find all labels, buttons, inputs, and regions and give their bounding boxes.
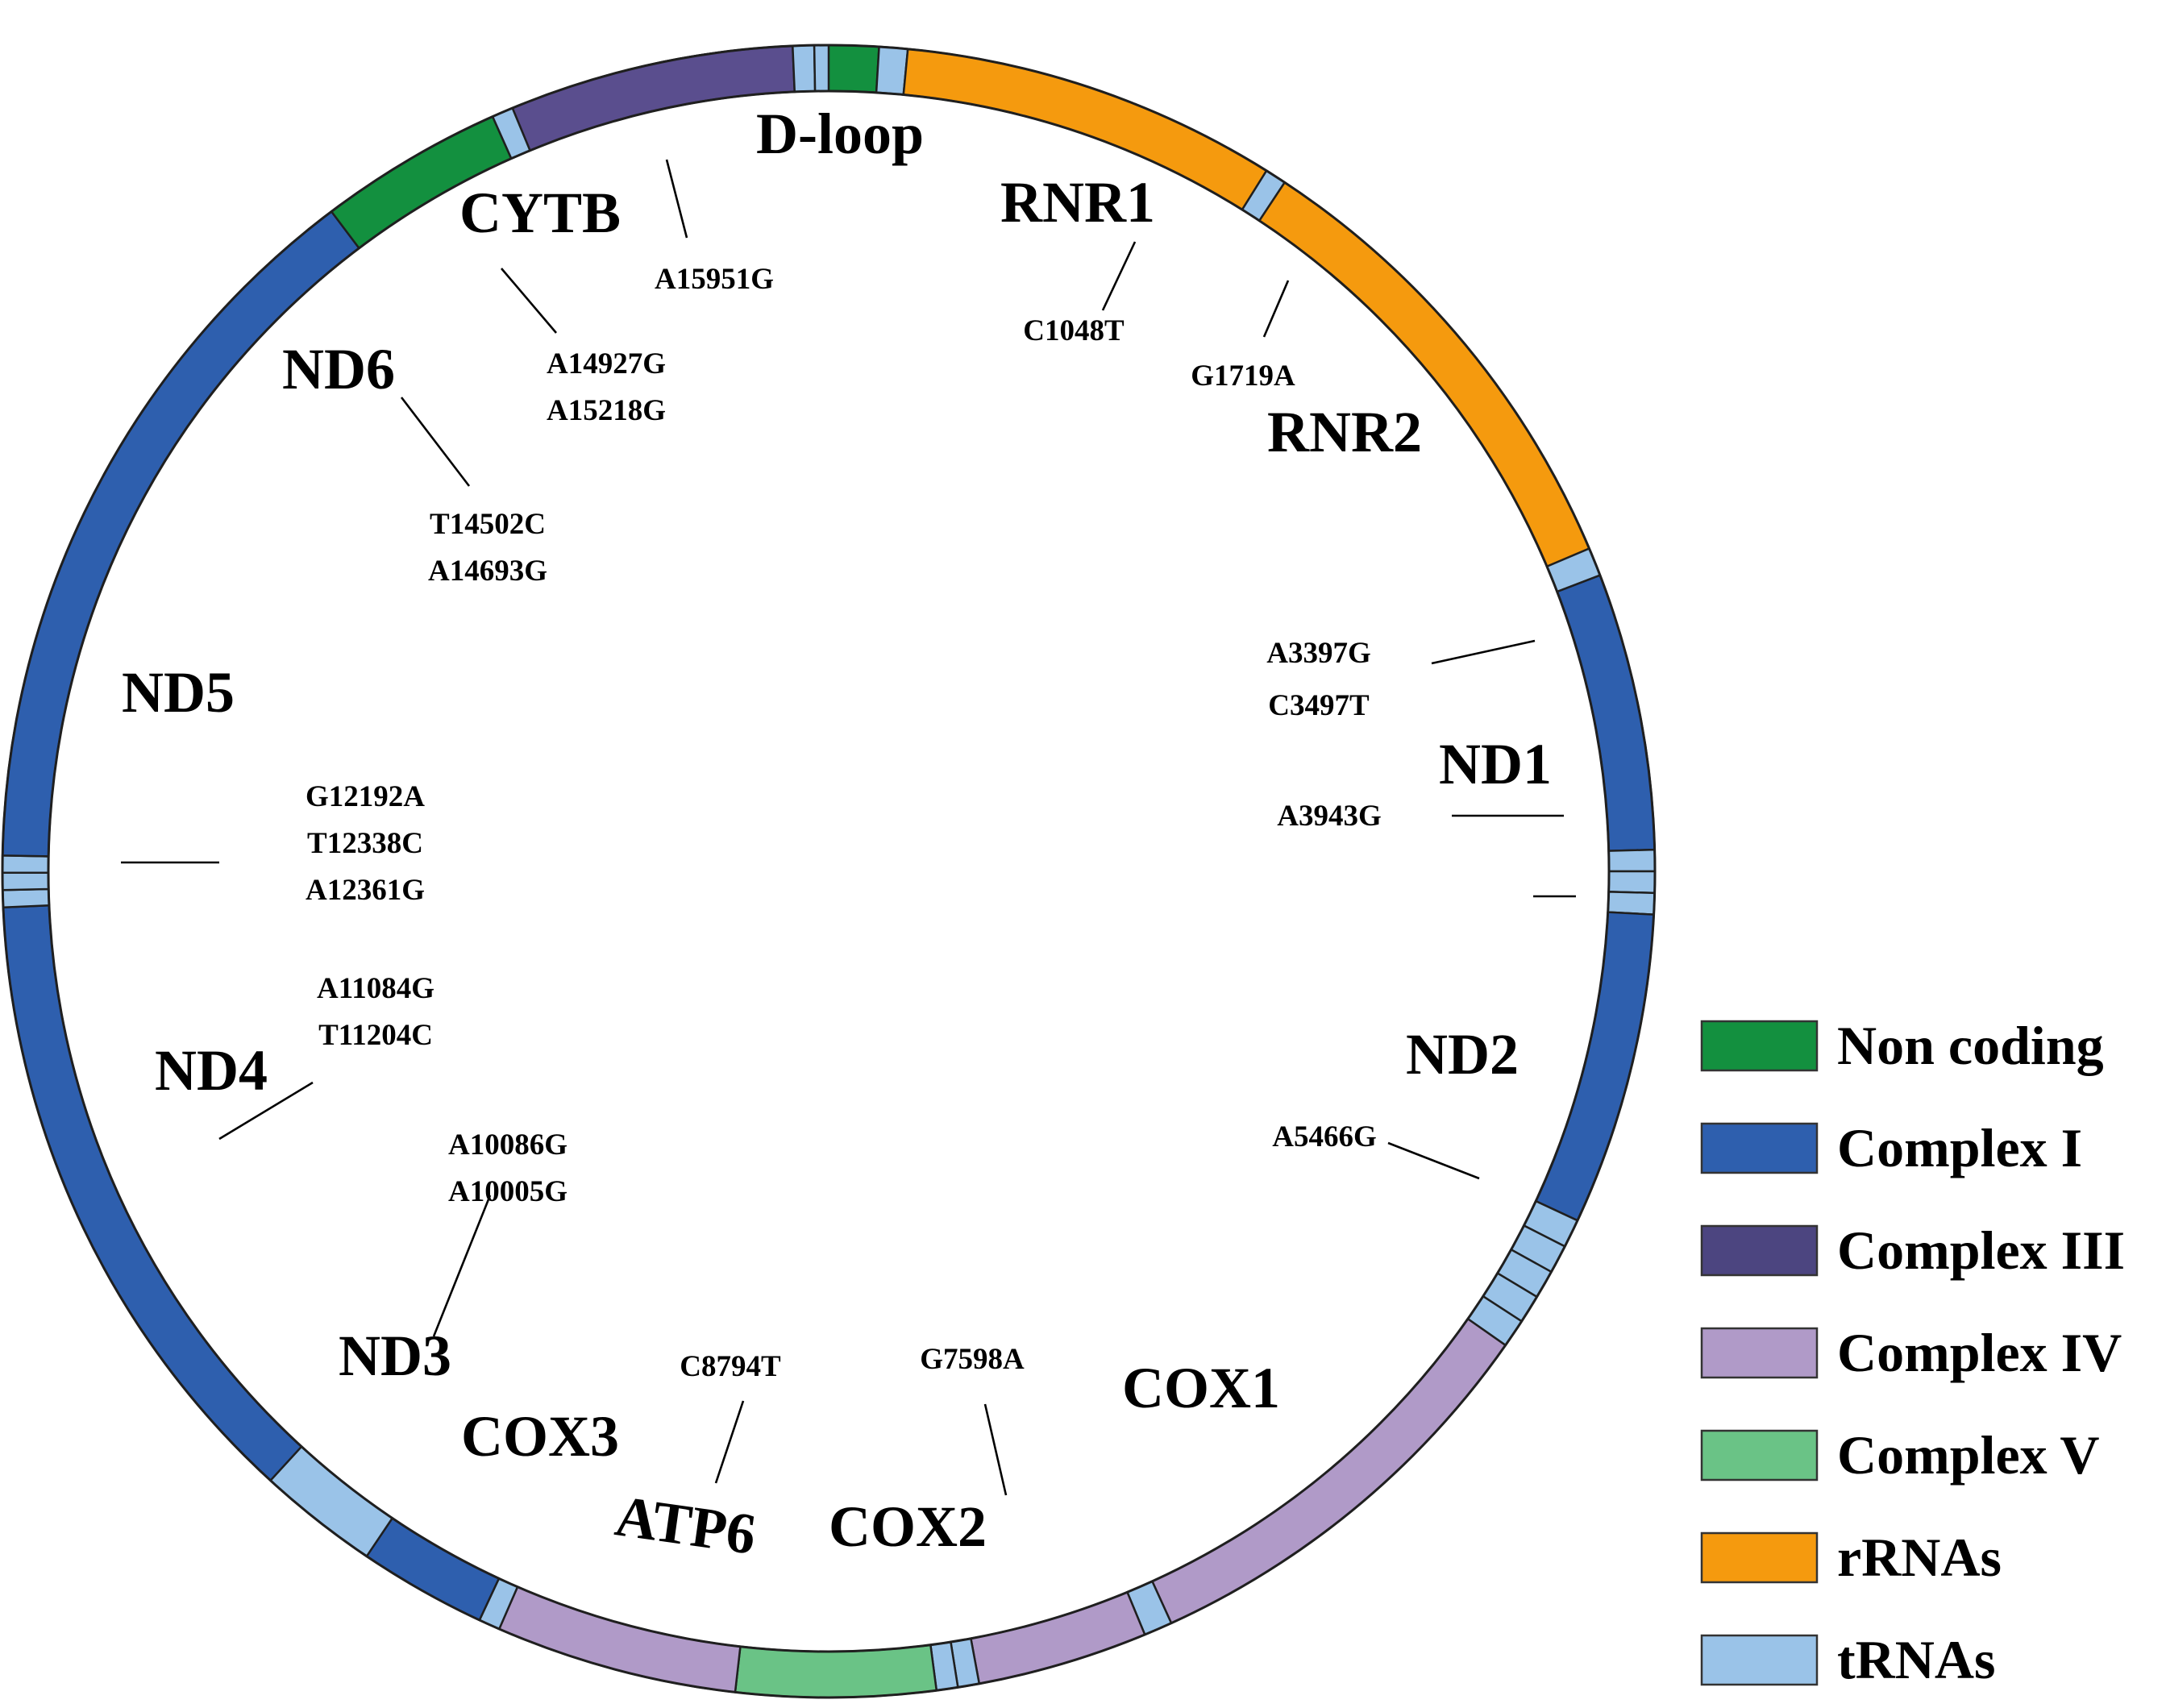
legend-label: Complex IV (1837, 1322, 2122, 1383)
trna-block (1, 871, 50, 891)
leader-nd2 (1387, 1141, 1480, 1180)
gene-label-atp6: ATP6 (612, 1483, 760, 1567)
legend-swatch (1700, 1224, 1819, 1277)
rnr2-block (1258, 181, 1591, 568)
legend-label: Non coding (1837, 1015, 2104, 1076)
mutation-label: G1719A (1191, 359, 1295, 393)
mutation-label: A14927G (547, 347, 666, 380)
mutation-label: A3397G (1266, 637, 1371, 670)
mutation-label: A15951G (655, 263, 774, 296)
leader-rnr2 (1262, 280, 1290, 338)
legend-item: Non coding (1700, 1015, 2104, 1076)
legend-swatch (1700, 1020, 1819, 1072)
gene-label-rnr2: RNR2 (1267, 400, 1422, 464)
trna-block (1607, 891, 1656, 916)
legend-label: tRNAs (1837, 1629, 1995, 1690)
leader-nd3 (432, 1195, 492, 1337)
mutation-label: A12361G (306, 874, 425, 907)
trna-block (1, 887, 51, 909)
gene-label-nd5: ND5 (122, 660, 235, 725)
legend-item: Complex V (1700, 1424, 2100, 1486)
trna-block (791, 44, 817, 94)
nd4-block (2, 904, 303, 1482)
legend-swatch (1700, 1634, 1819, 1686)
legend-label: Complex I (1837, 1117, 2082, 1178)
leader-nd6 (400, 397, 471, 487)
gene-label-cox2: COX2 (829, 1494, 987, 1559)
mutation-label: G12192A (306, 780, 425, 813)
mutation-label: T11204C (318, 1019, 433, 1052)
gene-label-nd2: ND2 (1406, 1022, 1519, 1087)
leader-atp6 (714, 1400, 745, 1484)
mutation-label: A5466G (1272, 1120, 1377, 1153)
mutation-label: A14693G (428, 555, 547, 588)
atp6-block (734, 1644, 938, 1699)
genome-ring (1, 44, 1657, 1699)
gene-labels: D-loop RNR1 RNR2 ND1 ND2 COX1 COX2 ATP6 … (122, 102, 1552, 1567)
legend-item: Complex I (1700, 1117, 2082, 1178)
gene-label-rnr1: RNR1 (1000, 170, 1155, 235)
gene-label-nd1: ND1 (1439, 732, 1552, 796)
gene-label-cox3: COX3 (461, 1404, 619, 1469)
legend-label: rRNAs (1837, 1527, 2002, 1588)
mutation-label: A3943G (1277, 800, 1382, 833)
leader-cytb (501, 268, 557, 334)
leader-rnr1 (1101, 241, 1137, 311)
ring-outer-edge (1, 44, 1657, 1699)
legend-item: Complex IV (1700, 1322, 2122, 1383)
mutation-label: C8794T (680, 1350, 781, 1383)
mutation-leader-lines (121, 159, 1576, 1496)
leader-dloop (665, 159, 688, 239)
cox2-block (969, 1590, 1146, 1685)
gene-label-nd3: ND3 (339, 1324, 451, 1388)
legend-swatch (1700, 1327, 1819, 1379)
leader-nd1-a (1431, 639, 1536, 665)
mutation-label: C1048T (1023, 314, 1125, 347)
mutation-label: T14502C (430, 508, 546, 541)
mutation-label: C3497T (1268, 689, 1370, 722)
cytb-block (511, 44, 796, 152)
mutation-label: A15218G (547, 394, 666, 427)
mutation-label: A11084G (317, 972, 434, 1005)
trna-block (813, 44, 830, 93)
legend-label: Complex III (1837, 1220, 2125, 1281)
legend-item: rRNAs (1700, 1527, 2002, 1588)
trna-block (1, 854, 50, 875)
trna-block (268, 1444, 394, 1558)
gene-label-cox1: COX1 (1122, 1356, 1280, 1420)
gene-label-nd6: ND6 (282, 337, 395, 401)
gene-label-dloop: D-loop (756, 102, 924, 166)
legend-swatch (1700, 1429, 1819, 1482)
trna-block (1607, 870, 1657, 895)
gene-label-nd4: ND4 (155, 1038, 268, 1103)
leader-nd4 (218, 1081, 314, 1141)
mutation-label: T12338C (307, 827, 423, 860)
legend-swatch (1700, 1122, 1819, 1174)
trna-block (875, 45, 909, 96)
cox3-block (497, 1585, 742, 1693)
legend-label: Complex V (1837, 1424, 2100, 1486)
mutation-label: A10086G (448, 1128, 567, 1162)
leader-cox2 (983, 1403, 1008, 1496)
nd2-block (1534, 911, 1655, 1222)
legend-item: tRNAs (1700, 1629, 1995, 1690)
gene-label-cytb: CYTB (459, 181, 621, 245)
mutation-labels: A15951G C1048T G1719A A3397G C3497T A394… (306, 263, 1382, 1383)
legend-item: Complex III (1700, 1220, 2125, 1281)
ring-inner-edge (47, 89, 1611, 1653)
mutation-label: G7598A (920, 1343, 1025, 1376)
legend-swatch (1700, 1531, 1819, 1584)
mutation-label: A10005G (448, 1175, 567, 1208)
trna-block (1607, 848, 1657, 873)
